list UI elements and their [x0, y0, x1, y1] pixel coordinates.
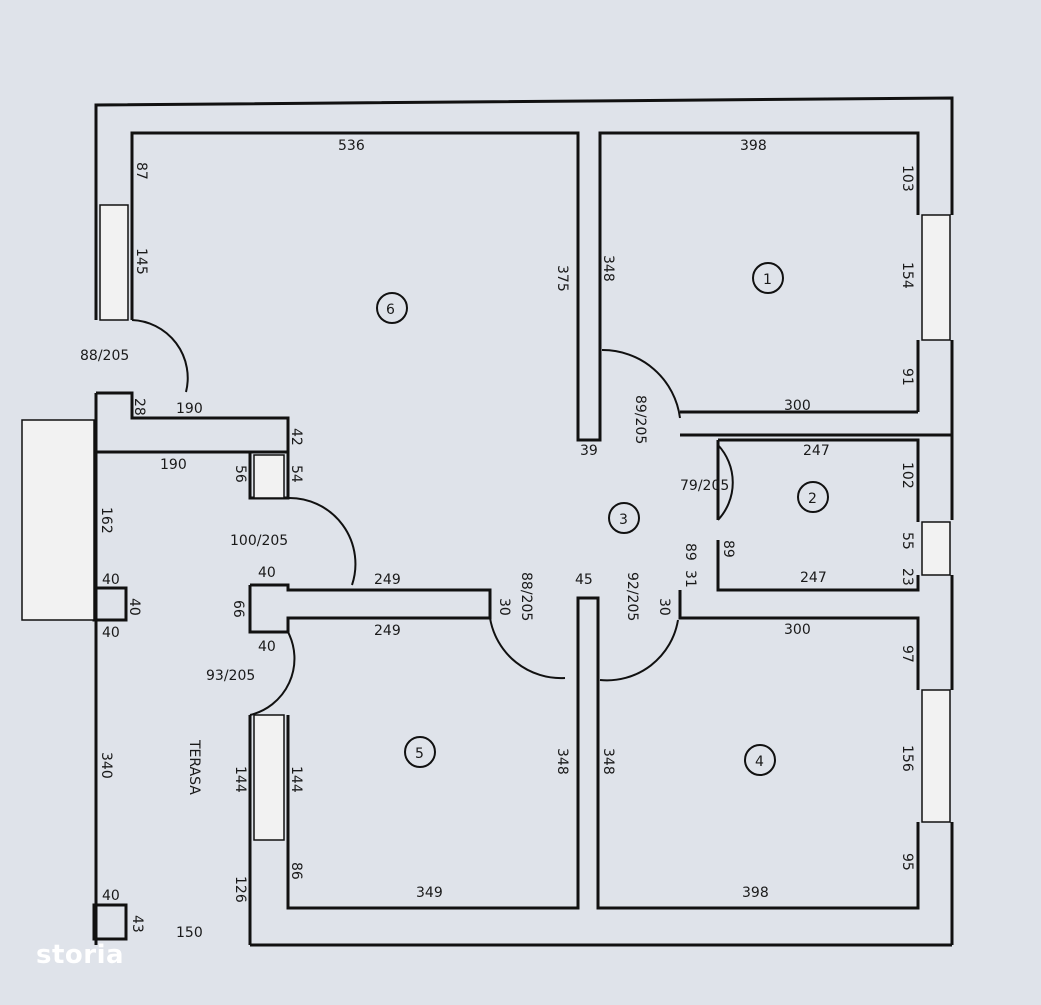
door-label: 89/205 [632, 395, 648, 444]
room-5-label: 5 [415, 746, 424, 762]
dim-label: 398 [740, 138, 767, 154]
dim-label: 150 [176, 925, 203, 941]
dim-label: 43 [129, 915, 145, 933]
door-label: 100/205 [230, 533, 288, 549]
dim-label: 348 [554, 748, 570, 775]
dim-label: 102 [899, 462, 915, 489]
door-labels: 88/205 89/205 79/205 100/205 88/205 92/2… [80, 348, 729, 684]
dim-label: 55 [899, 532, 915, 550]
dim-label: 162 [98, 507, 114, 534]
dim-label: 91 [899, 368, 915, 386]
dim-label: 40 [102, 625, 120, 641]
room-4-label: 4 [755, 754, 764, 770]
room-2-label: 2 [808, 491, 817, 507]
windows [21, 204, 951, 841]
dim-label: 54 [288, 465, 304, 483]
dim-label: 97 [899, 645, 915, 663]
dim-label: 31 [682, 570, 698, 588]
dim-label: 30 [496, 598, 512, 616]
dim-label: 89 [720, 540, 736, 558]
door-label: 88/205 [518, 572, 534, 621]
dim-label: 56 [232, 465, 248, 483]
door-label: 88/205 [80, 348, 129, 364]
dim-label: 300 [784, 622, 811, 638]
dim-label: 249 [374, 623, 401, 639]
dim-label: 87 [133, 162, 149, 180]
dim-label: 349 [416, 885, 443, 901]
terrace-label: TERASA [186, 739, 202, 795]
door-label: 93/205 [206, 668, 255, 684]
dim-label: 348 [600, 255, 616, 282]
dim-label: 42 [288, 428, 304, 446]
dim-label: 40 [102, 572, 120, 588]
room-3-label: 3 [619, 512, 628, 528]
dim-label: 190 [160, 457, 187, 473]
dim-label: 156 [899, 745, 915, 772]
dim-label: 144 [288, 766, 304, 793]
door-label: 92/205 [624, 572, 640, 621]
dim-label: 30 [656, 598, 672, 616]
dimension-labels: 536 398 103 154 91 87 145 375 348 300 39… [98, 138, 915, 941]
dim-label: 154 [899, 262, 915, 289]
walls [92, 96, 954, 947]
door-label: 79/205 [680, 478, 729, 494]
dim-label: 145 [133, 248, 149, 275]
dim-label: 39 [580, 443, 598, 459]
dim-label: 103 [899, 165, 915, 192]
room-1-label: 1 [763, 272, 772, 288]
dim-label: 45 [575, 572, 593, 588]
door-swings [131, 319, 734, 716]
dim-label: 249 [374, 572, 401, 588]
storia-watermark: storia [36, 940, 125, 970]
dim-label: 340 [98, 752, 114, 779]
dim-label: 144 [232, 766, 248, 793]
dim-label: 40 [258, 565, 276, 581]
dim-label: 247 [800, 570, 827, 586]
dim-label: 126 [232, 876, 248, 903]
dim-label: 40 [102, 888, 120, 904]
dim-label: 86 [288, 862, 304, 880]
dim-label: 95 [899, 853, 915, 871]
dim-label: 40 [126, 598, 142, 616]
dim-label: 89 [682, 543, 698, 561]
dim-label: 247 [803, 443, 830, 459]
dim-label: 23 [899, 568, 915, 586]
dim-label: 348 [600, 748, 616, 775]
dim-label: 375 [554, 265, 570, 292]
dim-label: 398 [742, 885, 769, 901]
dim-label: 28 [131, 398, 147, 416]
dim-label: 536 [338, 138, 365, 154]
dim-label: 66 [230, 600, 246, 618]
room-numbers: 6 1 2 3 4 5 TERASA [186, 262, 829, 795]
dim-label: 40 [258, 639, 276, 655]
dim-label: 300 [784, 398, 811, 414]
dim-label: 190 [176, 401, 203, 417]
room-6-label: 6 [386, 302, 395, 318]
